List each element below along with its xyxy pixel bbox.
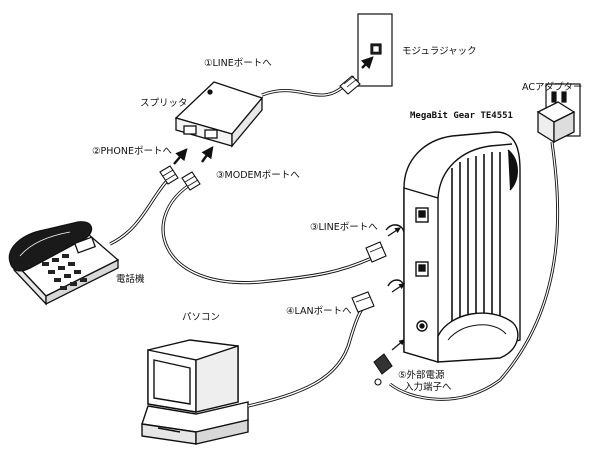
label-modular-jack: モジュラジャック (402, 46, 477, 57)
label-line-port-splitter: ①LINEポートへ (204, 58, 272, 69)
label-phone: 電話機 (116, 274, 145, 285)
arrow-to-line-port (387, 227, 401, 237)
cable-modem (161, 184, 373, 285)
label-lan-port: ④LANポートへ (286, 306, 352, 317)
curved-arrow-line (385, 224, 405, 233)
rj11-plug-phone (159, 165, 179, 185)
telephone-icon (8, 221, 120, 306)
rj11-plug-modem-splitter (181, 171, 201, 191)
label-ac-adapter: ACアダプター (522, 82, 583, 93)
rj11-plug-line (365, 241, 387, 263)
ac-adapter-icon (536, 101, 576, 144)
wall-jack-icon (357, 13, 393, 87)
arrow-to-modem-port (201, 146, 214, 163)
label-line-port-modem: ③LINEポートへ (310, 222, 378, 233)
label-phone-port: ②PHONEポートへ (92, 146, 172, 157)
label-splitter: スプリッタ (140, 98, 188, 109)
label-modem-port: ③MODEMポートへ (216, 170, 300, 181)
rj45-plug-lan (351, 291, 375, 313)
arrow-to-power (391, 339, 405, 351)
dc-plug-icon (373, 353, 393, 386)
label-pc: パソコン (182, 312, 221, 323)
label-power-input-2: 入力端子へ (404, 382, 452, 393)
arrow-to-lan-port (391, 283, 405, 293)
rj11-plug-wall (339, 75, 361, 95)
cable-lan (247, 302, 368, 408)
cable-phone (109, 180, 168, 246)
cable-power (389, 141, 560, 401)
label-power-input-1: ⑤外部電源 (398, 370, 445, 381)
arrow-to-phone-port (173, 148, 188, 165)
splitter-icon (174, 81, 264, 148)
cable-line-splitter (261, 82, 348, 97)
computer-icon (141, 339, 249, 445)
modem-icon (403, 131, 521, 363)
arrow-to-jack (360, 56, 374, 70)
label-model: MegaBit Gear TE4551 (410, 111, 513, 121)
